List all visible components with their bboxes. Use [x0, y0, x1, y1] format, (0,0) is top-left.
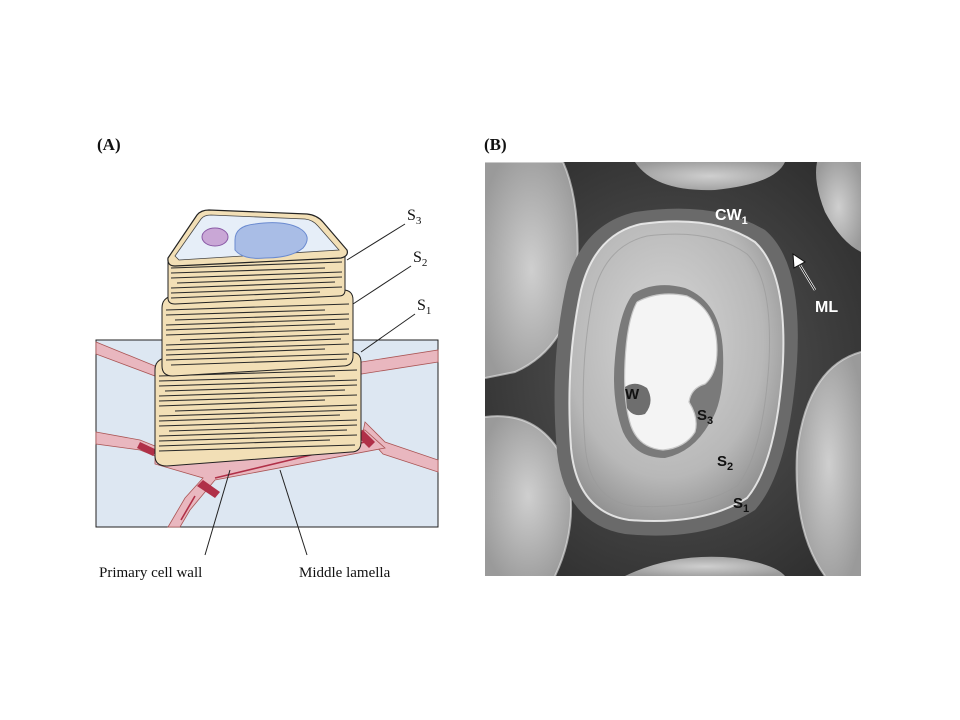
panel-a-diagram: S3 S2 S1 Primary cell wall Middle lamell…	[95, 207, 439, 581]
label-s1: S1	[417, 297, 431, 317]
label-s2: S2	[413, 249, 427, 269]
nucleus	[201, 227, 229, 247]
layer-s1-block	[154, 351, 362, 467]
label-b-s3: S3	[697, 407, 713, 427]
primary-cell-wall-label: Primary cell wall	[99, 565, 202, 581]
vacuole	[234, 222, 308, 259]
panel-b-label: (B)	[484, 135, 507, 154]
label-b-s2: S2	[717, 453, 733, 473]
label-b-s1: S1	[733, 495, 749, 515]
cell-lumen	[624, 294, 717, 450]
central-fiber	[554, 208, 798, 536]
middle-lamella-label: Middle lamella	[299, 565, 391, 581]
cell-top-face	[167, 209, 348, 267]
neighbor-fibers	[485, 162, 861, 576]
layer-s3-block	[167, 251, 346, 305]
label-cw1: CW1	[715, 207, 748, 227]
panel-b-micrograph: CW1 ML W S3 S2 S1	[485, 162, 861, 576]
bottom-leader-lines	[204, 469, 308, 556]
ml-arrow	[792, 253, 817, 291]
label-w: W	[625, 386, 640, 403]
label-ml: ML	[815, 299, 838, 316]
label-s3: S3	[407, 207, 422, 227]
layer-leader-lines	[346, 223, 416, 353]
panel-a-label: (A)	[97, 135, 121, 154]
